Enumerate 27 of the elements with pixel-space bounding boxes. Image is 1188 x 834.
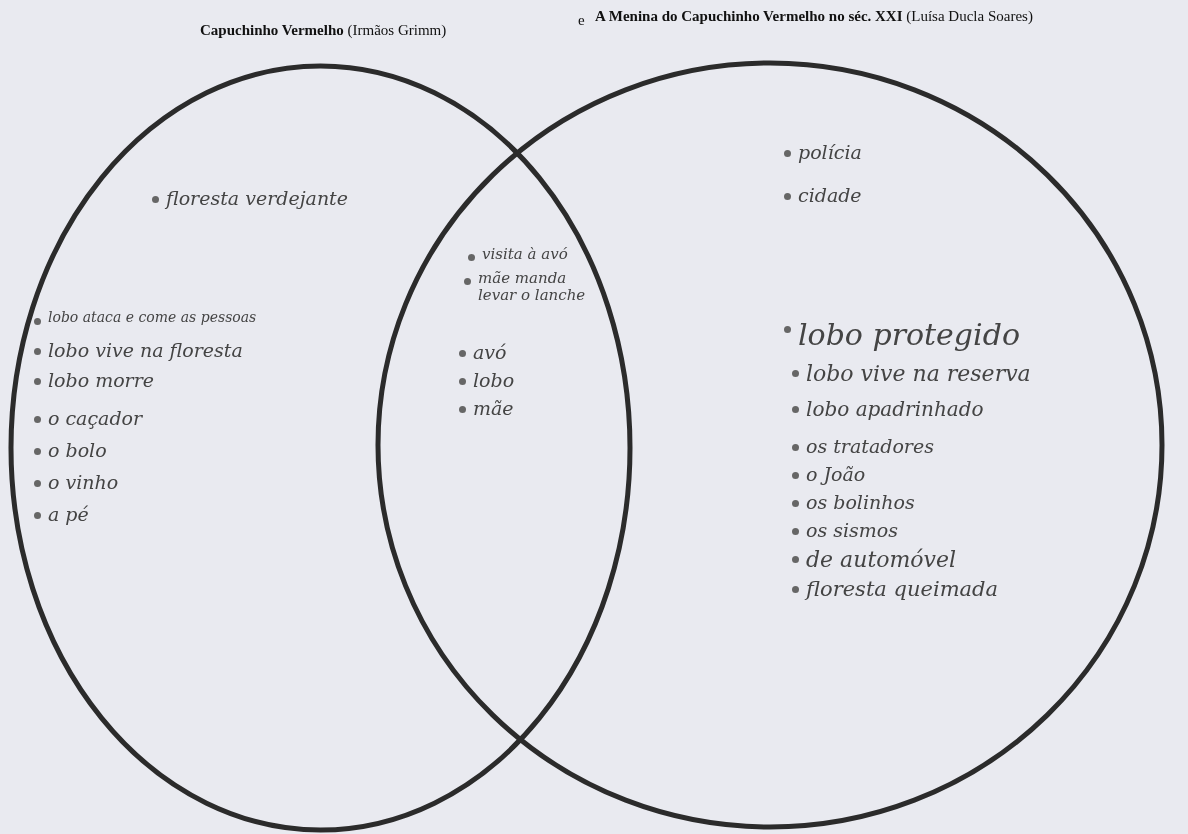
list-item: lobo vive na reserva (790, 362, 1031, 387)
list-item: o João (790, 464, 866, 485)
list-item: mãe manda levar o lanche (462, 270, 593, 303)
conjunction-text: e (578, 12, 585, 29)
list-item: mãe (457, 398, 514, 419)
list-item: de automóvel (790, 548, 957, 573)
list-item: polícia (782, 142, 862, 163)
list-item: os tratadores (790, 436, 934, 457)
list-item: lobo morre (32, 370, 155, 391)
list-item: lobo ataca e come as pessoas (32, 310, 257, 326)
heading: Capuchinho Vermelho (Irmãos Grimm) (200, 22, 447, 39)
list-item: o bolo (32, 440, 107, 461)
list-item: floresta queimada (790, 578, 999, 602)
list-item: floresta verdejante (150, 188, 348, 209)
list-item: lobo protegido (782, 318, 1020, 351)
list-item: avó (457, 342, 507, 363)
heading: A Menina do Capuchinho Vermelho no séc. XXI (Luísa Ducla Soares) (595, 8, 1033, 25)
list-item: o caçador (32, 408, 143, 429)
list-item: visita à avó (466, 246, 568, 263)
list-item: os sismos (790, 520, 898, 541)
list-item: lobo apadrinhado (790, 398, 984, 420)
list-item: lobo vive na floresta (32, 340, 243, 361)
list-item: lobo (457, 370, 515, 391)
list-item: os bolinhos (790, 492, 915, 513)
list-item: o vinho (32, 472, 119, 493)
list-item: cidade (782, 185, 862, 206)
list-item: a pé (32, 504, 89, 525)
